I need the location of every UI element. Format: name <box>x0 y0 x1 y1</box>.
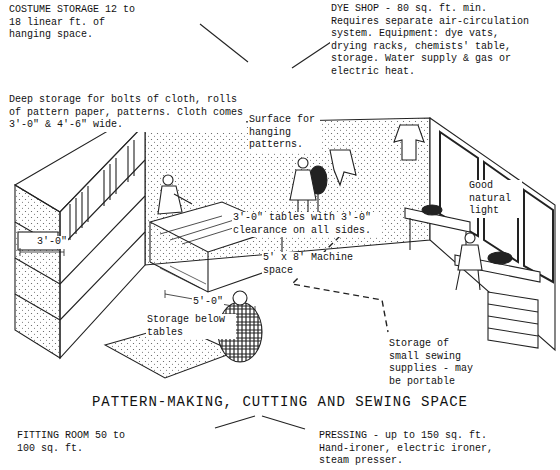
cloth-bolts <box>70 140 134 240</box>
diagram-title: PATTERN-MAKING, CUTTING AND SEWING SPACE <box>0 394 560 410</box>
person-body <box>456 245 482 290</box>
callout-note: 5' x 8' Machine space <box>262 252 356 277</box>
drawers <box>488 304 538 336</box>
leader-line <box>200 24 248 62</box>
person-head <box>233 291 247 305</box>
leader-line <box>215 416 255 428</box>
person-head <box>163 175 173 185</box>
sewing-machine <box>488 252 512 264</box>
callout-note: Surface for hanging patterns. <box>248 114 320 152</box>
hanging-shirt <box>394 125 424 160</box>
table-storage <box>160 266 206 288</box>
dimension-line <box>20 248 64 256</box>
sewing-machine <box>422 205 442 215</box>
callout-note: Deep storage for bolts of cloth, rolls o… <box>8 94 246 132</box>
hanging-pattern <box>330 150 356 185</box>
callout-note: Storage of small sewing supplies - may b… <box>388 338 484 388</box>
callout-note: DYE SHOP - 80 sq. ft. min. Requires sepa… <box>330 3 538 78</box>
right-wall <box>430 118 555 350</box>
person-head <box>298 158 308 168</box>
callout-note: COSTUME STORAGE 12 to 18 linear ft. of h… <box>8 4 150 42</box>
callout-note: 3'-0" <box>36 236 68 249</box>
person-body <box>158 186 192 214</box>
leader-line <box>262 416 305 429</box>
person-head <box>465 233 475 243</box>
callout-note: FITTING ROOM 50 to 100 sq. ft. <box>16 430 138 455</box>
callout-note: 5'-0" <box>192 296 224 309</box>
drawer-unit <box>488 292 538 348</box>
callout-note: 3'-0" tables with 3'-0" clearance on all… <box>232 212 382 237</box>
callout-note: Storage below tables <box>146 314 236 339</box>
machine-space-outline <box>292 236 388 332</box>
window <box>524 190 553 282</box>
callout-note: PRESSING - up to 150 sq. ft. Hand-ironer… <box>318 430 510 468</box>
shelf-boards <box>15 160 145 320</box>
shelf-face <box>60 124 145 358</box>
callout-note: Good natural light <box>468 180 522 218</box>
